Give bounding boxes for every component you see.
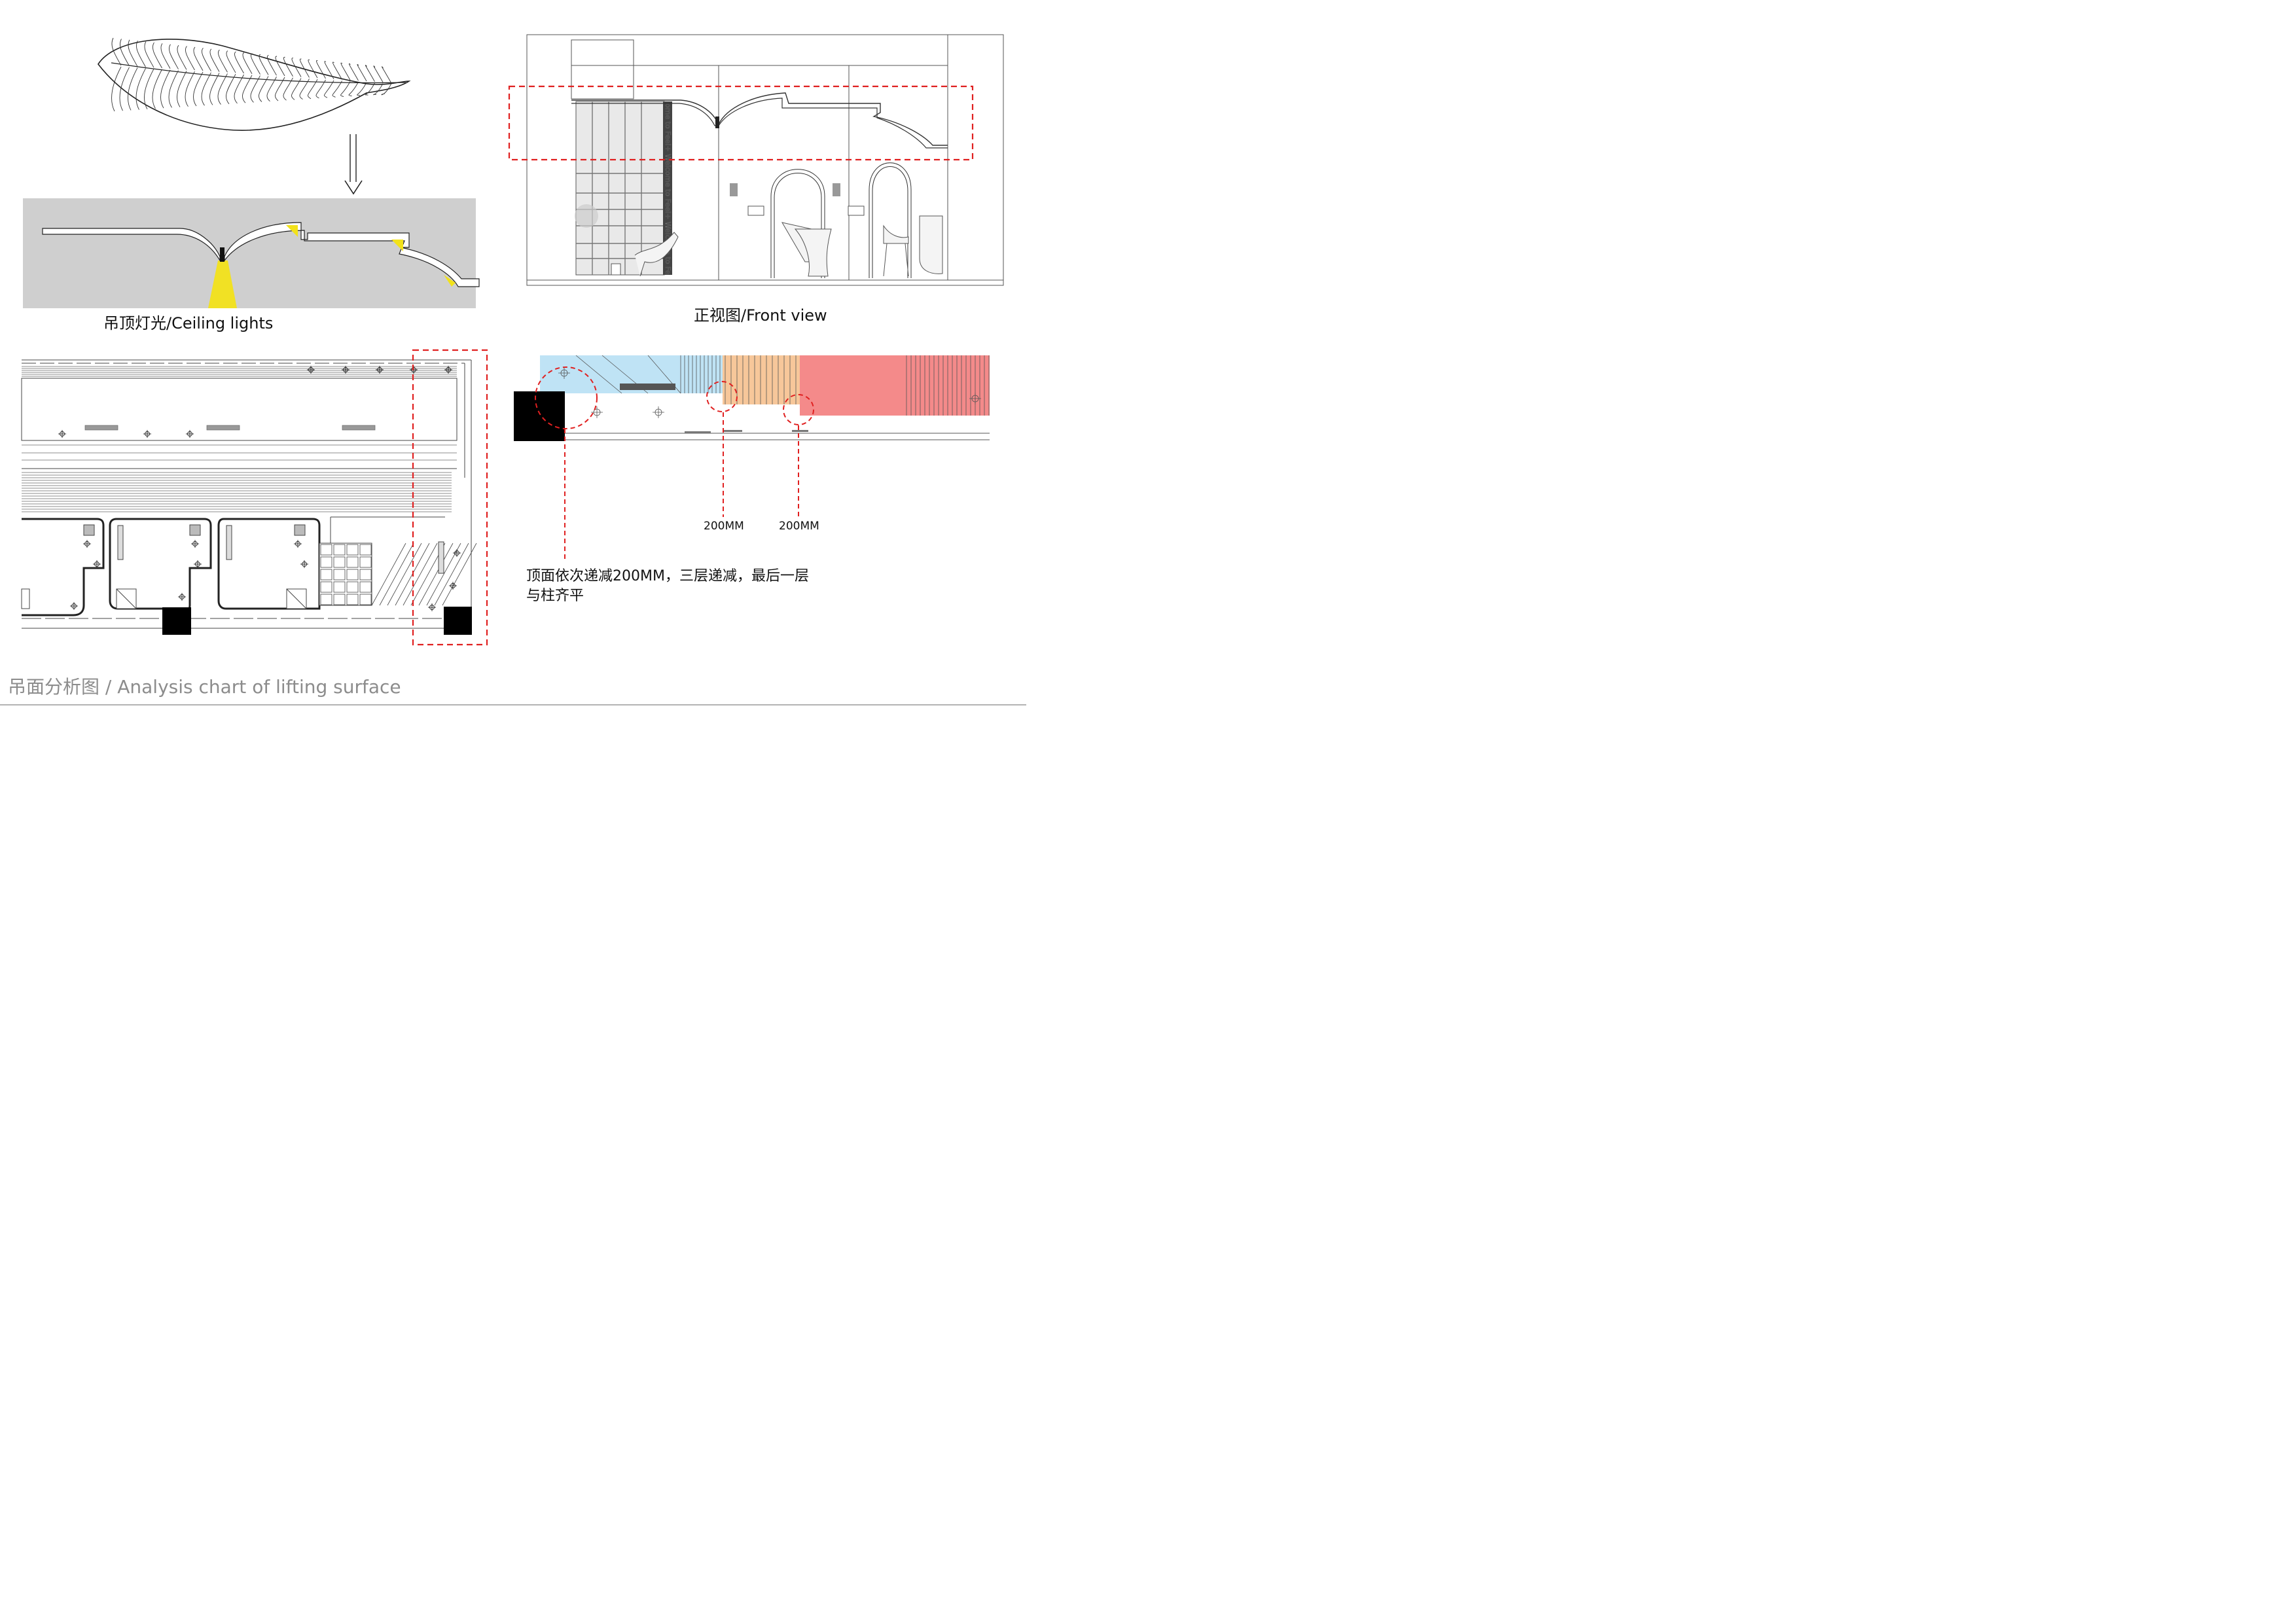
cove-light-3 <box>444 275 456 287</box>
caption-front-view: 正视图/Front view <box>694 306 827 325</box>
drawing-canvas: ome to Feel+ Welcome to Feel+ Welcome to… <box>0 34 1026 705</box>
callout-front-view <box>508 85 974 161</box>
design-note-line-2: 与柱齐平 <box>526 588 584 604</box>
cove-light-1 <box>286 225 298 237</box>
ceiling-profile <box>42 222 480 287</box>
dimension-label-1: 200MM <box>704 520 744 533</box>
column-1 <box>162 607 191 635</box>
design-note: 顶面依次递减200MM，三层递减，最后一层 与柱齐平 <box>526 567 809 606</box>
banner-text: ome to Feel+ Welcome to Feel+ Welcome to… <box>664 103 672 275</box>
caption-ceiling-lights: 吊顶灯光/Ceiling lights <box>103 314 274 332</box>
page-title: 吊面分析图 / Analysis chart of lifting surfac… <box>8 676 401 698</box>
ceiling-section-panel <box>23 198 480 308</box>
reflected-ceiling-plan <box>21 359 477 629</box>
dimension-callouts <box>535 366 814 562</box>
column-2 <box>444 607 472 635</box>
light-beam <box>208 260 237 308</box>
stepped-ceiling-detail <box>514 355 990 441</box>
design-note-line-1: 顶面依次递减200MM，三层递减，最后一层 <box>526 568 809 584</box>
callout-plan <box>412 349 488 646</box>
feather-lamp-icon <box>98 37 411 131</box>
dimension-label-2: 200MM <box>779 520 819 533</box>
cove-light-2 <box>391 240 403 251</box>
down-arrow-icon <box>344 134 363 195</box>
front-view-drawing: ome to Feel+ Welcome to Feel+ Welcome to… <box>526 34 1004 286</box>
